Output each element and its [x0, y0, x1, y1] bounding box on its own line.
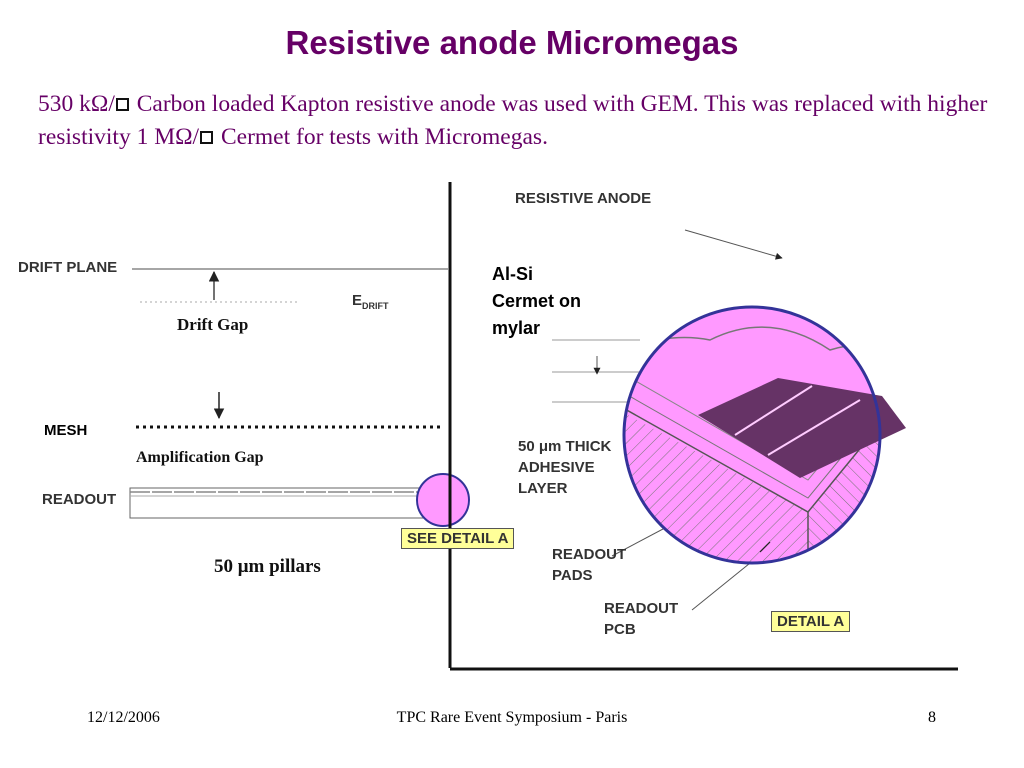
- footer-page-number: 8: [928, 709, 936, 726]
- footer-date: 12/12/2006: [87, 709, 160, 726]
- resistive-anode-label: RESISTIVE ANODE: [515, 190, 652, 207]
- pad-gap-2: [767, 399, 861, 456]
- e-drift-main: E: [352, 292, 363, 309]
- cermet-label-line-3: mylar: [492, 318, 541, 338]
- pillars-label: 50 μm pillars: [214, 556, 321, 577]
- slide-paragraph: 530 kΩ/ Carbon loaded Kapton resistive a…: [38, 88, 998, 154]
- cermet-label: Al-Si Cermet on mylar: [492, 261, 581, 342]
- e-drift-subscript: DRIFT: [362, 301, 389, 311]
- readout-label: READOUT: [42, 491, 117, 508]
- readout-board: [129, 487, 449, 519]
- footer-event: TPC Rare Event Symposium - Paris: [396, 709, 628, 726]
- slide-title: Resistive anode Micromegas: [285, 24, 739, 61]
- amplification-gap-label: Amplification Gap: [136, 449, 264, 466]
- mesh-label: MESH: [44, 422, 88, 439]
- readout-pads-line-2: PADS: [552, 567, 593, 584]
- drift-gap-label: Drift Gap: [177, 315, 249, 334]
- square-symbol-icon: [200, 131, 214, 144]
- adhesive-label-line-1: 50 μm THICK: [518, 438, 612, 455]
- readout-pcb-line-2: PCB: [604, 621, 636, 638]
- see-detail-a-callout: SEE DETAIL A: [401, 528, 515, 549]
- square-symbol-icon: [115, 98, 129, 111]
- readout-pads-label: READOUT PADS: [552, 544, 626, 586]
- adhesive-layer-label: 50 μm THICK ADHESIVE LAYER: [518, 436, 611, 499]
- drift-plane-label: DRIFT PLANE: [18, 259, 118, 276]
- detail-a-callout: DETAIL A: [771, 611, 851, 632]
- readout-pcb-label: READOUT PCB: [604, 598, 678, 640]
- e-drift-label: EDRIFT: [352, 292, 389, 311]
- resistive-anode-leader: [684, 229, 783, 260]
- adhesive-label-line-2: ADHESIVE: [518, 459, 595, 476]
- paragraph-part-1: 530 kΩ/: [38, 91, 115, 117]
- cermet-label-line-2: Cermet on: [492, 291, 582, 311]
- cermet-label-line-1: Al-Si: [492, 264, 534, 284]
- paragraph-part-2: Carbon loaded Kapton resistive anode was…: [38, 91, 988, 150]
- detail-a-marker: [416, 473, 470, 527]
- pad-gap-1: [734, 385, 813, 436]
- readout-pads-line-1: READOUT: [552, 546, 627, 563]
- paragraph-part-3: Cermet for tests with Micromegas.: [215, 124, 548, 150]
- detail-a-circle-border: [622, 305, 882, 565]
- readout-pads-arrow: [759, 541, 771, 553]
- adhesive-label-line-3: LAYER: [518, 480, 568, 497]
- readout-pcb-line-1: READOUT: [604, 600, 679, 617]
